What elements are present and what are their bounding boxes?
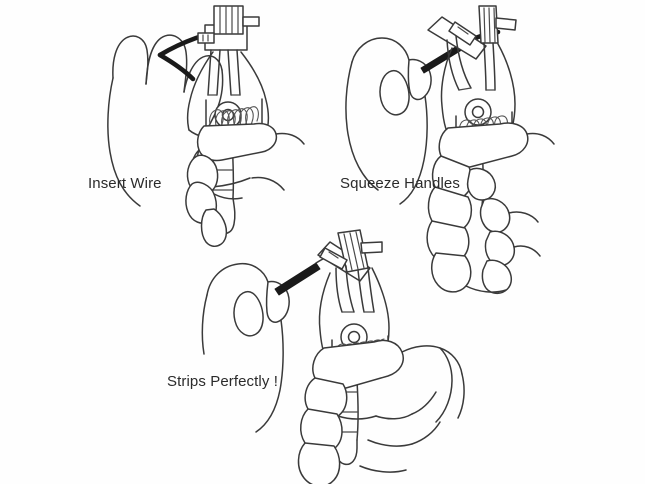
gripping-hand-panel1	[185, 122, 305, 247]
stripper-blades-panel2	[446, 35, 496, 91]
stripper-jaw-head-panel3	[317, 229, 383, 282]
stripper-blades-panel1	[207, 49, 241, 96]
caption-squeeze-handles: Squeeze Handles	[340, 175, 460, 192]
left-hand-panel3	[201, 262, 290, 433]
caption-strips-perfectly: Strips Perfectly !	[167, 373, 278, 390]
stripper-jaw-head-panel2	[427, 5, 517, 60]
stripper-jaw-head-panel1	[197, 5, 260, 51]
gripping-hand-panel2	[426, 122, 555, 295]
left-hand-fingers-panel1	[107, 34, 224, 207]
gripping-hand-panel3	[297, 339, 465, 484]
stripper-blades-panel3	[335, 265, 375, 313]
caption-insert-wire: Insert Wire	[88, 175, 162, 192]
